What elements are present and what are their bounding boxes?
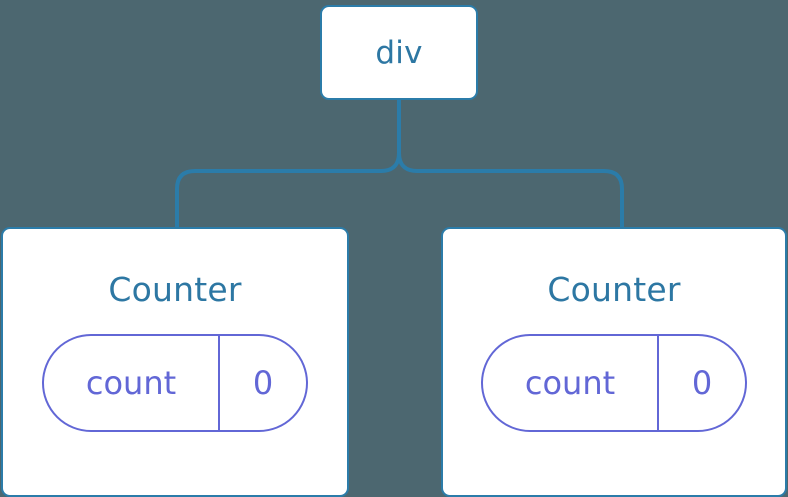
state-value-label: 0 [252,364,274,402]
node-component-label: Counter [547,270,681,309]
node-root-label: div [375,34,423,71]
state-key-label: count [483,336,659,430]
node-component-counter-1[interactable]: Counter count 0 [1,227,349,497]
node-component-counter-2[interactable]: Counter count 0 [441,227,787,497]
state-pill[interactable]: count 0 [42,334,308,432]
state-value-label: 0 [691,364,713,402]
node-component-label: Counter [108,270,242,309]
node-root-div[interactable]: div [320,5,478,100]
state-key-label: count [44,336,220,430]
state-pill[interactable]: count 0 [481,334,747,432]
